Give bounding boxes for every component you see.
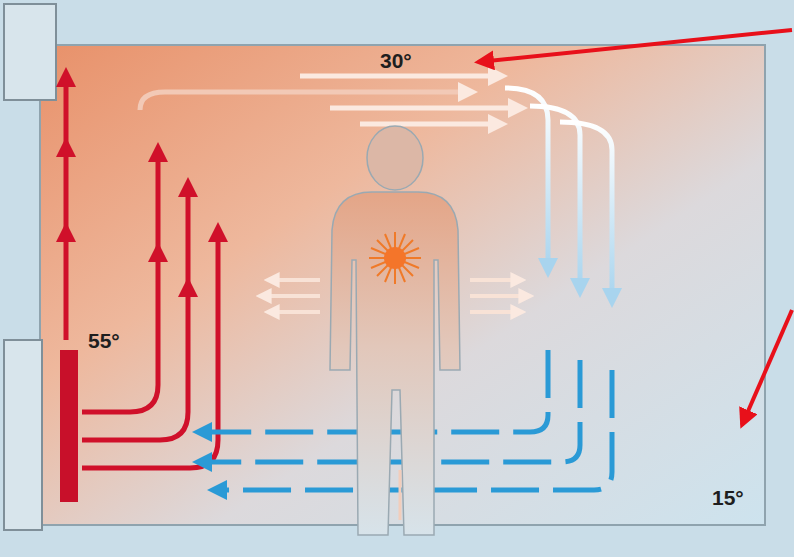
person-body <box>330 192 460 535</box>
warm-air-arrow <box>64 230 69 240</box>
warm-air-arrow <box>186 285 191 295</box>
warm-air-arrow <box>82 185 188 440</box>
ceiling-temperature: 30° <box>380 50 412 71</box>
warm-air-arrow <box>156 250 161 260</box>
body-heat-arrow <box>470 278 520 282</box>
lower-wall <box>4 340 42 530</box>
callout-arrow <box>478 30 792 62</box>
body-heat-arrow <box>270 278 320 282</box>
heart-sun-core <box>384 247 406 269</box>
window-wall <box>4 4 56 100</box>
warm-air-arrow <box>64 75 69 340</box>
warm-air-arrow <box>82 150 158 412</box>
body-heat-arrow <box>262 294 320 298</box>
cooling-air-arrow <box>560 122 612 300</box>
ceiling-air-arrow <box>330 106 520 111</box>
heart-sun <box>369 232 421 284</box>
warm-air-arrow <box>64 145 69 155</box>
person-head <box>367 126 423 190</box>
cooling-air-arrow <box>505 88 548 270</box>
callout-arrow <box>742 310 792 425</box>
radiator-temperature: 55° <box>88 330 120 351</box>
body-heat-arrow <box>270 310 320 314</box>
body-heat-arrow <box>470 294 528 298</box>
radiator <box>60 350 78 502</box>
body-heat-arrow <box>470 310 520 314</box>
cooling-air-arrow <box>530 106 580 290</box>
body-heat-arrow <box>399 470 402 520</box>
floor-temperature: 15° <box>712 487 744 508</box>
warm-air-arrow <box>82 230 218 468</box>
ceiling-air-arrow <box>360 122 500 127</box>
ceiling-air-arrow <box>300 74 500 79</box>
